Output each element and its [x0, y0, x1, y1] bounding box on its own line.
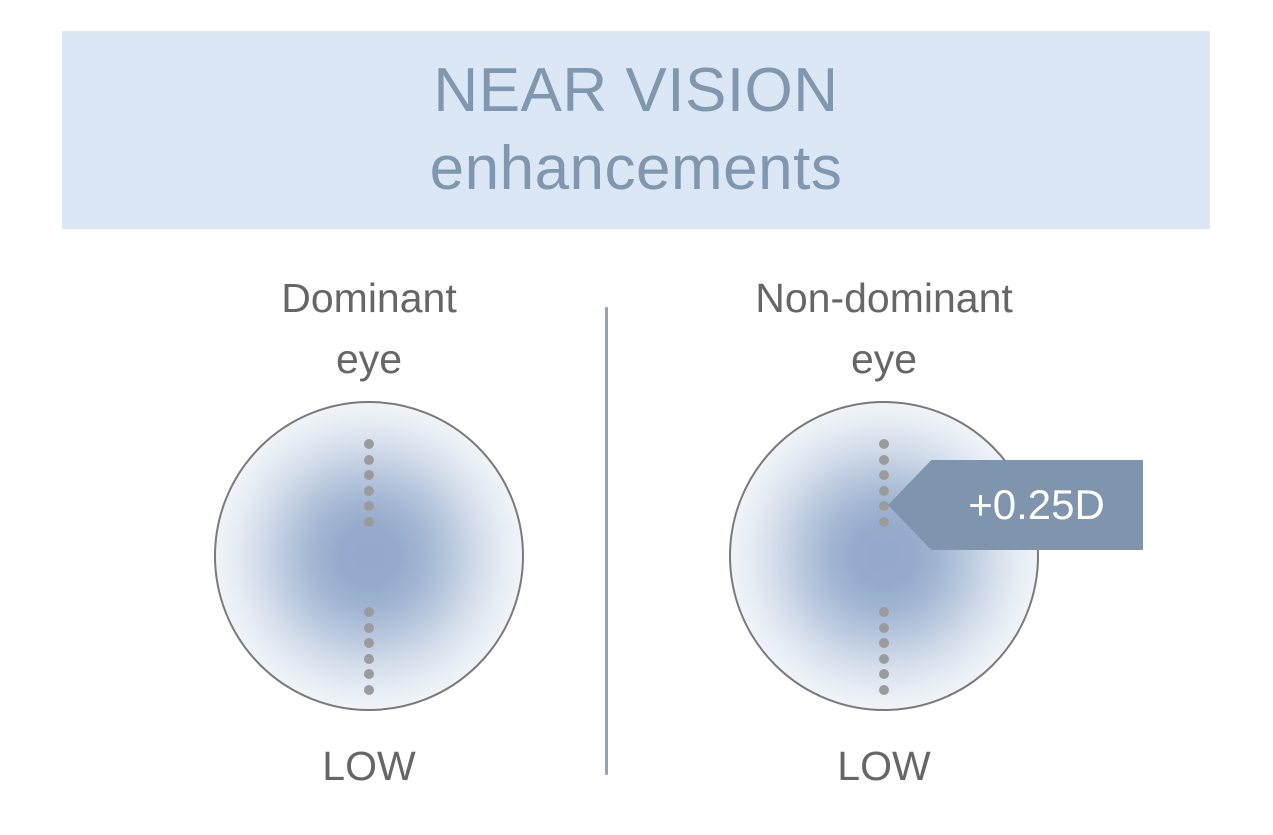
- eye-panel-dominant-title-line2: eye: [335, 336, 403, 382]
- dot: [364, 607, 374, 617]
- dot: [364, 439, 374, 449]
- callout-arrow-left-icon: +0.25D: [888, 460, 1143, 550]
- eye-panel-non-dominant-title: Non-dominant: [755, 275, 1013, 321]
- dot: [364, 684, 374, 695]
- dot: [364, 516, 374, 527]
- dot: [879, 684, 889, 695]
- eye-panel-non-dominant: Non-dominant eye: [674, 268, 1094, 790]
- dot-column-upper-dominant: [364, 439, 374, 527]
- eye-panel-non-dominant-title-line2: eye: [850, 336, 918, 382]
- eye-panel-non-dominant-level: LOW: [837, 743, 931, 789]
- dot: [364, 653, 374, 664]
- dot: [364, 454, 374, 465]
- dot-column-lower-non-dominant: [879, 607, 889, 695]
- title-line-secondary: enhancements: [429, 134, 843, 203]
- dot: [364, 470, 374, 481]
- dot: [879, 653, 889, 664]
- eye-circle-non-dominant: [729, 401, 1039, 711]
- eye-circle-dominant: [214, 401, 524, 711]
- eye-panel-dominant-title: Dominant: [281, 275, 457, 321]
- dot: [364, 669, 374, 680]
- dot: [879, 470, 889, 481]
- eye-panel-dominant: Dominant eye: [159, 268, 579, 790]
- dot: [879, 485, 889, 496]
- callout-addition-label: +0.25D: [968, 481, 1105, 528]
- eye-diagram-dominant: [159, 400, 579, 720]
- dot: [364, 638, 374, 649]
- dot-column-lower-dominant: [364, 607, 374, 695]
- dot: [879, 439, 889, 449]
- dot: [364, 501, 374, 512]
- eye-diagram-non-dominant: [674, 400, 1094, 720]
- title-banner: NEAR VISION enhancements: [62, 31, 1210, 229]
- dot: [879, 501, 889, 512]
- title-line-primary: NEAR VISION: [433, 56, 839, 125]
- dot: [879, 516, 889, 527]
- center-divider: [605, 307, 608, 775]
- dot: [364, 622, 374, 633]
- dot: [879, 454, 889, 465]
- dot: [879, 622, 889, 633]
- dot-column-upper-non-dominant: [879, 439, 889, 527]
- eye-panel-dominant-level: LOW: [322, 743, 416, 789]
- dot: [879, 638, 889, 649]
- dot: [364, 485, 374, 496]
- dot: [879, 607, 889, 617]
- dot: [879, 669, 889, 680]
